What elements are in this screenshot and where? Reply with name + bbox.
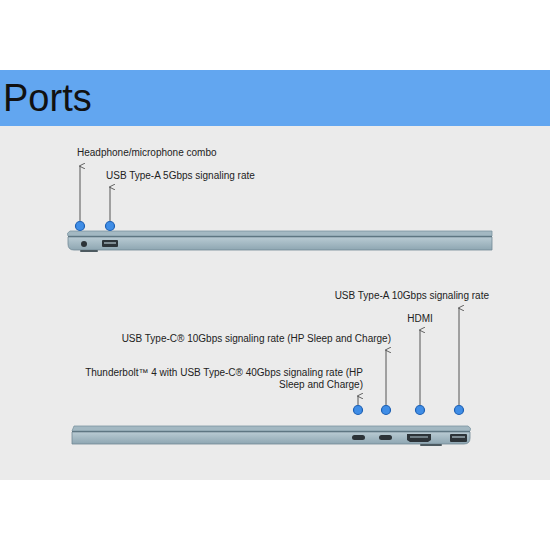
port-label: Headphone/microphone combo [77,147,217,159]
port-label: USB Type-C® 10Gbps signaling rate (HP Sl… [122,333,391,345]
port-label: Thunderbolt™ 4 with USB Type-C® 40Gbps s… [73,367,363,391]
port-label: USB Type-A 5Gbps signaling rate [106,170,255,182]
page-title: Ports [3,79,92,117]
top-ground [0,0,550,70]
bottom-ground [0,480,550,550]
callout-dots [76,222,464,415]
panel-ground [0,126,550,480]
port-label: HDMI [407,313,433,325]
title-band [0,70,550,126]
port-label: USB Type-A 10Gbps signaling rate [335,290,489,302]
laptop-right-side [72,426,471,446]
laptop-left-side [67,231,492,252]
